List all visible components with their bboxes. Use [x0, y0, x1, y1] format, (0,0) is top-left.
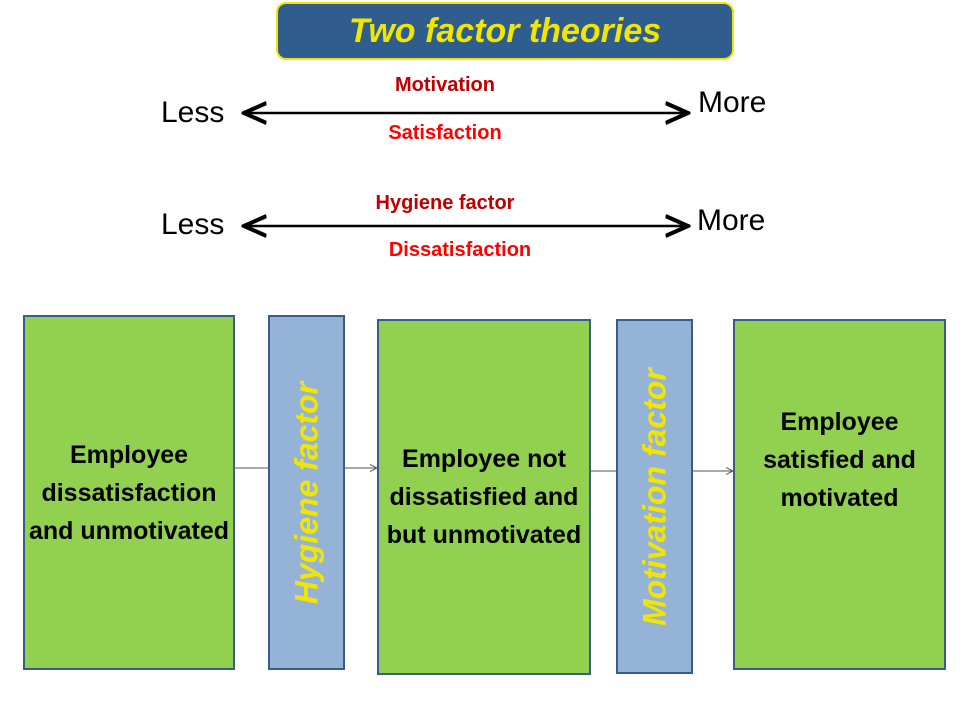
scale2-bottom-label: Dissatisfaction [388, 239, 532, 261]
stage-text: Employee not dissatisfied and but unmoti… [386, 445, 582, 549]
page-title: Two factor theories [348, 11, 662, 50]
scale2-top-label: Hygiene factor [375, 192, 515, 214]
stage-box-dissatisfied: Employee dissatisfaction and unmotivated [23, 315, 235, 670]
factor-label: Hygiene factor [288, 381, 324, 604]
stage-text: Employee satisfied and motivated [763, 407, 916, 512]
stage-text: Employee dissatisfaction and unmotivated [29, 440, 230, 545]
scale1-more-label: More [698, 86, 767, 119]
stage-box-neutral: Employee not dissatisfied and but unmoti… [377, 319, 591, 675]
factor-box-hygiene: Hygiene factor [268, 315, 345, 670]
stage-box-satisfied: Employee satisfied and motivated [733, 319, 946, 670]
scale2-less-label: Less [161, 208, 225, 241]
scale1-top-label: Motivation [395, 74, 495, 96]
factor-box-motivation: Motivation factor [616, 319, 693, 674]
scale2-more-label: More [697, 204, 766, 237]
scale1-less-label: Less [161, 96, 225, 129]
title-banner: Two factor theories [276, 2, 734, 60]
factor-label: Motivation factor [636, 367, 672, 626]
scale1-bottom-label: Satisfaction [388, 122, 502, 144]
